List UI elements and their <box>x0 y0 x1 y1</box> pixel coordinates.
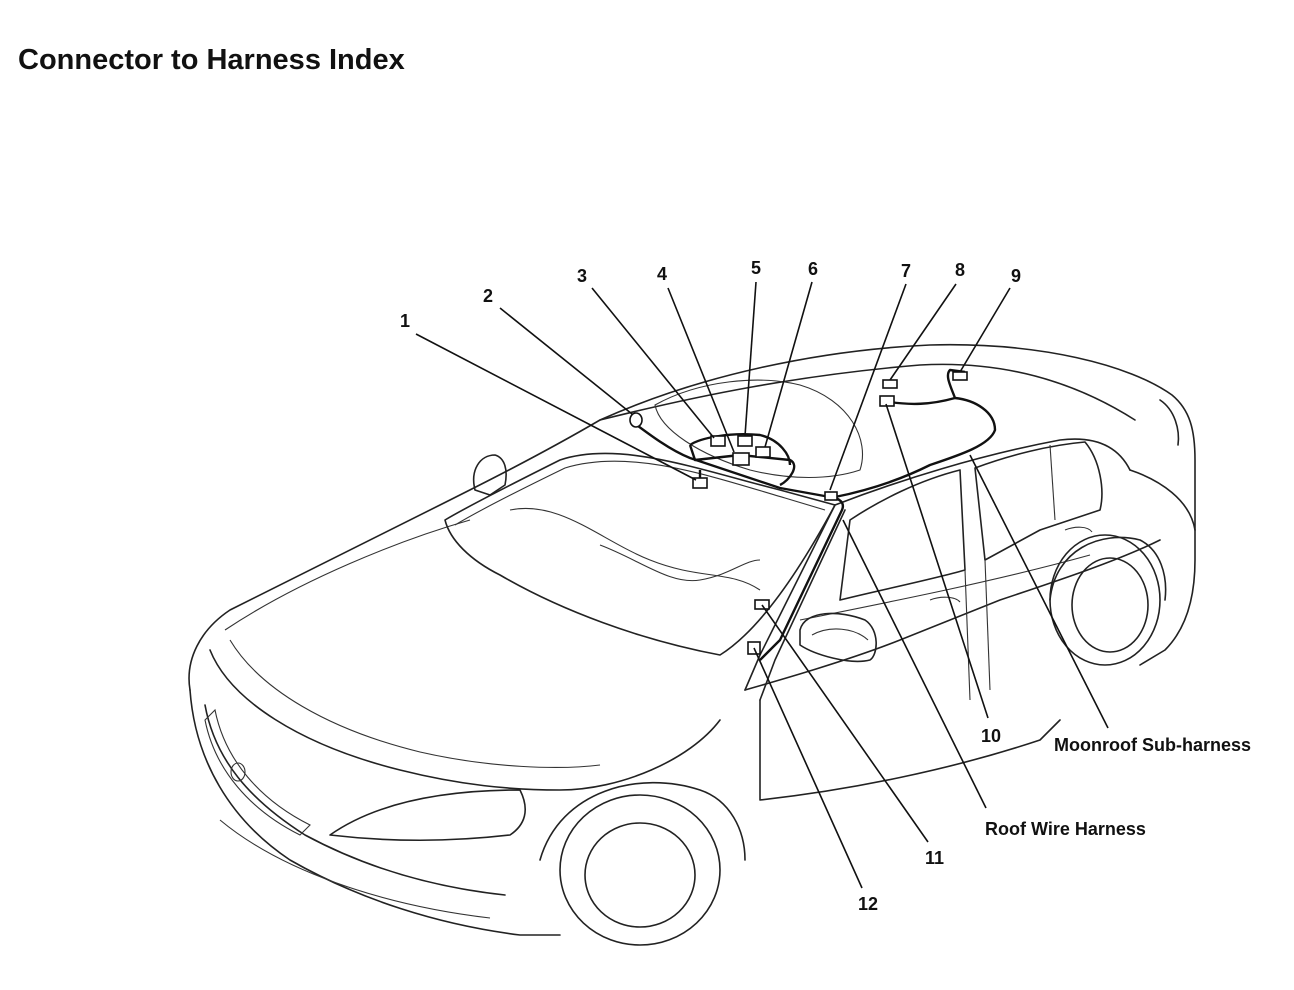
connector-4 <box>732 452 750 466</box>
leader-lines <box>415 281 1109 889</box>
connector-11 <box>754 599 770 610</box>
connector-2 <box>629 412 643 428</box>
callout-10: 10 <box>981 726 1001 746</box>
connector-7 <box>824 491 838 501</box>
callout-5: 5 <box>751 258 761 278</box>
callout-9: 9 <box>1011 266 1021 286</box>
callout-11: 11 <box>925 848 944 868</box>
connector-5 <box>737 435 753 447</box>
callout-3: 3 <box>577 266 587 286</box>
callout-numbers: 1 2 3 4 5 6 7 8 9 10 11 12 <box>400 258 1021 914</box>
callout-1: 1 <box>400 311 410 331</box>
car-body <box>188 343 1196 946</box>
callout-6: 6 <box>808 259 818 279</box>
callout-7: 7 <box>901 261 911 281</box>
connector-3 <box>710 435 726 447</box>
connectors <box>629 371 968 655</box>
callout-8: 8 <box>955 260 965 280</box>
connector-9 <box>952 371 968 381</box>
label-moonroof-sub-harness: Moonroof Sub-harness <box>1054 735 1251 755</box>
label-roof-wire-harness: Roof Wire Harness <box>985 819 1146 839</box>
connector-1 <box>692 477 708 489</box>
callout-2: 2 <box>483 286 493 306</box>
callout-4: 4 <box>657 264 667 284</box>
page-title: Connector to Harness Index <box>18 44 405 76</box>
connector-6 <box>755 446 771 458</box>
roof-wire-harness-path <box>629 368 997 661</box>
connector-8 <box>882 379 898 389</box>
callout-12: 12 <box>858 894 878 914</box>
